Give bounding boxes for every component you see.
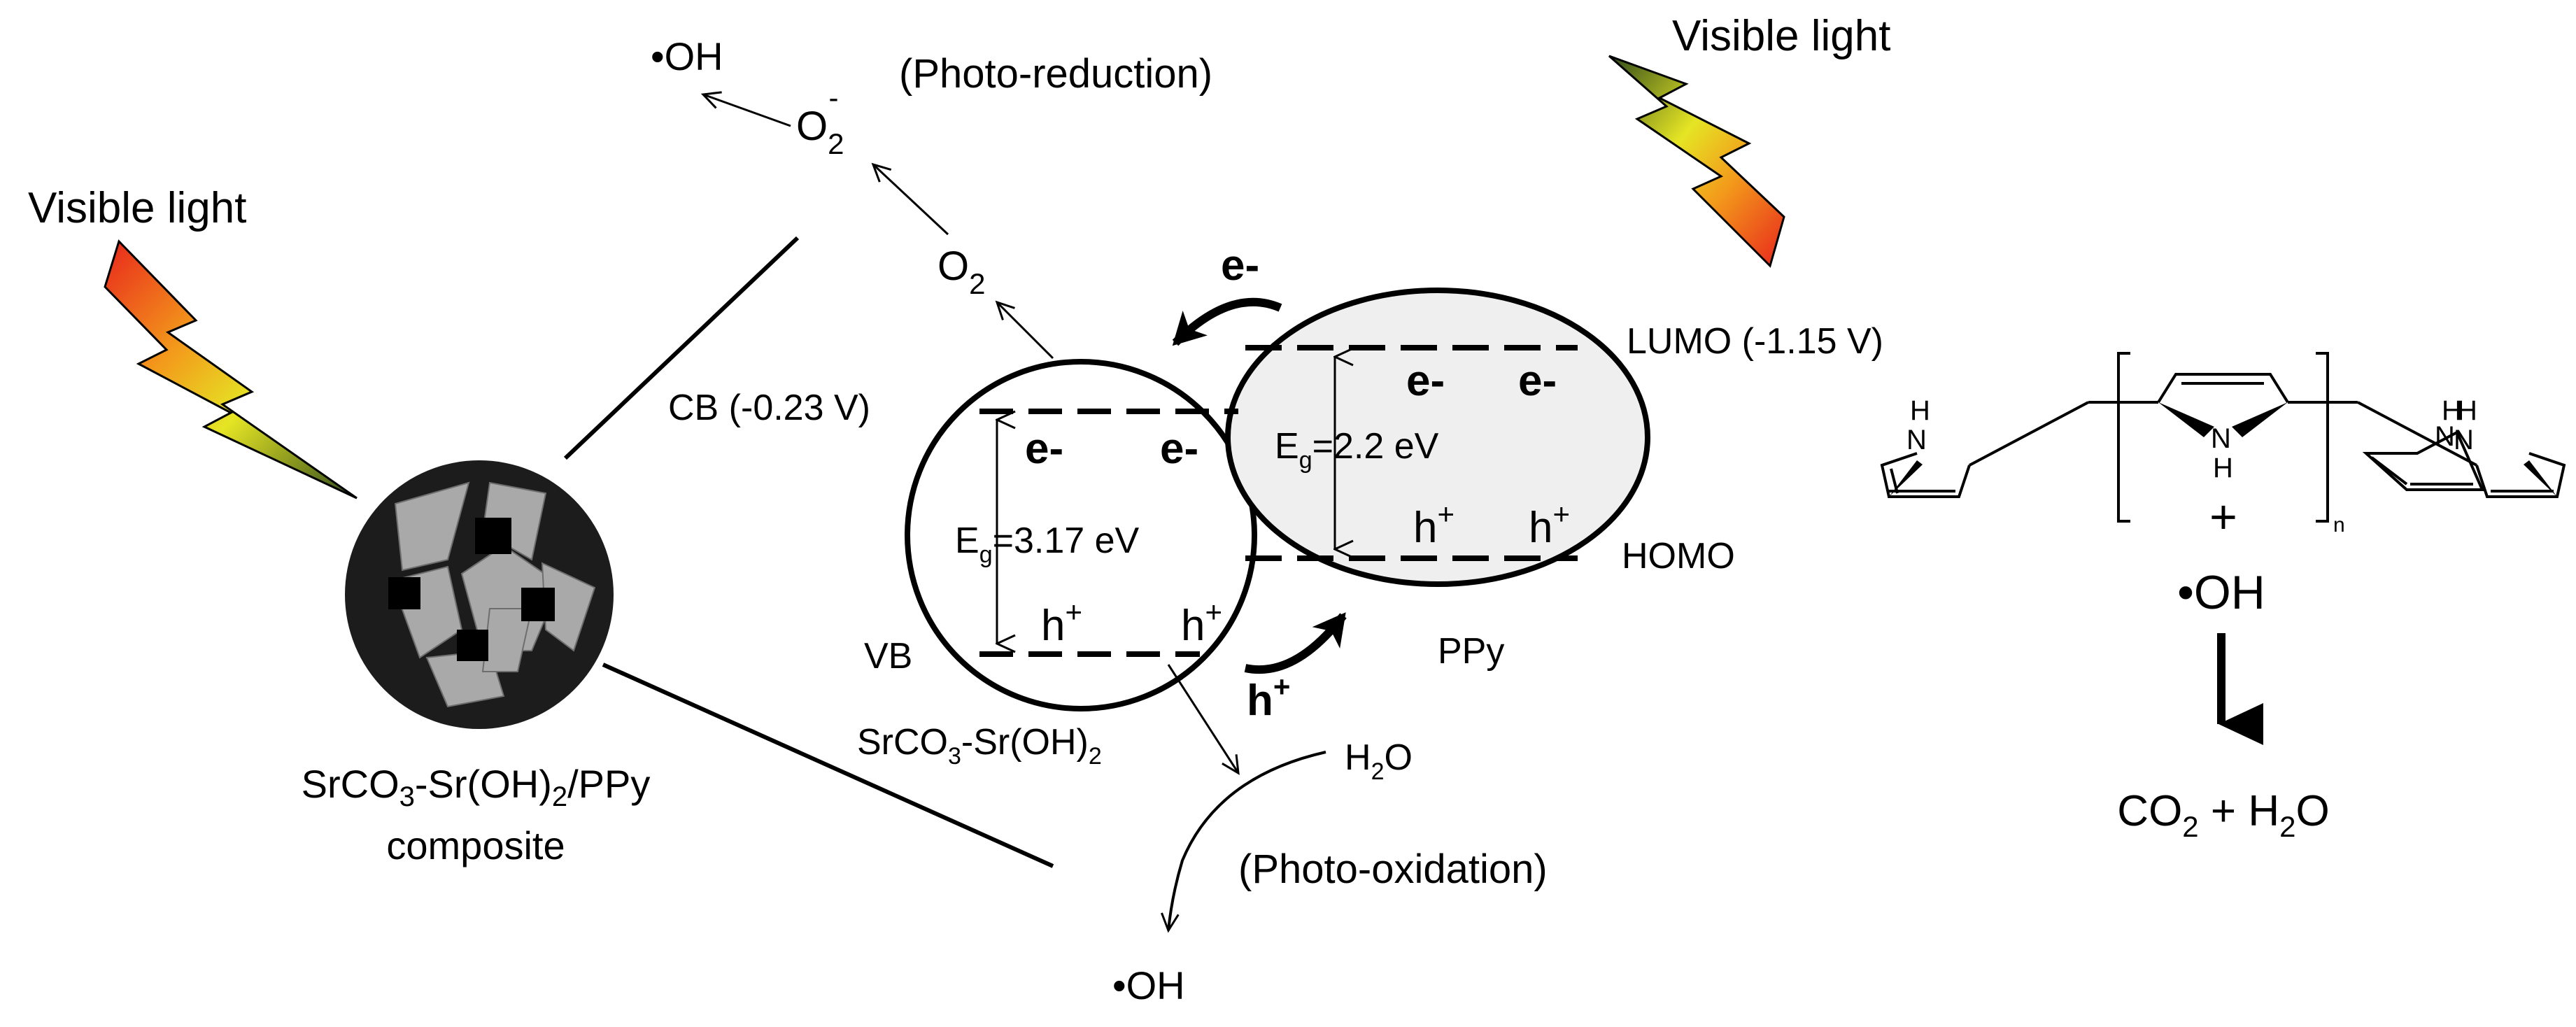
composite-particle: SrCO3-Sr(OH)2/PPy composite: [302, 460, 651, 867]
electron-transfer-arrow: [1172, 297, 1282, 346]
charge-transfer: e- h+: [1172, 241, 1347, 725]
degradation-products: CO2 + H2O: [2117, 787, 2329, 843]
ppy-name: PPy: [1438, 631, 1504, 672]
srco3-hole-1: h+: [1041, 595, 1082, 650]
composite-label-line2: composite: [386, 823, 565, 867]
ppy-hole-2: h+: [1529, 497, 1570, 552]
arrow-superoxide-to-oh: [700, 91, 791, 127]
srco3-name: SrCO3-Sr(OH)2: [857, 722, 1102, 770]
arrow-water-to-oh: [1161, 751, 1326, 933]
polymer-hydroxyl-radical: •OH: [2177, 566, 2265, 619]
superoxide-radical: O2-: [796, 81, 844, 160]
repeat-unit-n: n: [2333, 514, 2345, 537]
ppy-electron-1: e-: [1406, 357, 1445, 405]
repeat-bracket-left: [2117, 352, 2130, 523]
left-pyrrole-ring: H N: [2362, 395, 2485, 491]
right-ring-wedge: [2524, 460, 2557, 497]
arrow-vb-to-water: [1167, 664, 1240, 775]
srco3-bandgap: Eg=3.17 eV: [955, 520, 1140, 568]
center-h: H: [2213, 453, 2233, 483]
ppy-electron-2: e-: [1518, 357, 1557, 405]
bond-left-to-repeat: [1969, 401, 2089, 467]
srco3-cb-label: CB (-0.23 V): [668, 388, 870, 428]
ppy-bands: Eg=2.2 eV e- e- h+ h+ LUMO (-1.15 V) HOM…: [1245, 321, 1883, 672]
plus-sign: +: [2209, 490, 2237, 544]
hole-transfer-arrow: [1244, 612, 1347, 674]
photo-oxidation: H2O (Photo-oxidation) •OH: [1112, 664, 1548, 1007]
ppy-bandgap: Eg=2.2 eV: [1275, 426, 1439, 474]
srco3-circle: [905, 359, 1257, 711]
right-terminal-h: H: [2457, 395, 2477, 426]
photo-reduction-label: (Photo-reduction): [899, 51, 1212, 97]
oxidation-hydroxyl-radical: •OH: [1112, 963, 1185, 1007]
bond-repeat-to-right: [2357, 401, 2477, 467]
zoom-line-top: [563, 236, 800, 460]
composite-squares: [388, 518, 555, 661]
srco3-bands: Eg=3.17 eV e- e- h+ h+ CB (-0.23 V) VB S…: [668, 388, 1238, 770]
photo-reduction: (Photo-reduction) •OH O2- O2: [651, 34, 1212, 360]
center-n: N: [2211, 423, 2231, 454]
water-molecule: H2O: [1345, 737, 1413, 785]
right-light-label: Visible light: [1672, 12, 1890, 60]
srco3-particle: [905, 359, 1257, 711]
srco3-hole-2: h+: [1181, 595, 1222, 650]
right-lightning-bolt-icon: [1608, 55, 1785, 268]
composite-label: SrCO3-Sr(OH)2/PPy: [302, 762, 651, 812]
srco3-vb-label: VB: [864, 636, 912, 677]
center-ring-top: [2157, 373, 2289, 404]
left-ring-wedge: [1889, 460, 1923, 497]
left-light: Visible light: [28, 184, 358, 500]
hole-transfer-label: h+: [1247, 670, 1290, 725]
zoom-line-bottom: [602, 663, 1054, 868]
reduction-hydroxyl-radical: •OH: [651, 34, 723, 78]
left-terminal-h: H: [1910, 395, 1930, 426]
srco3-electron-2: e-: [1160, 425, 1198, 473]
center-ring-wedge-right: [2232, 402, 2288, 437]
arrow-o2-to-superoxide: [871, 162, 949, 236]
ppy-particle: [1225, 288, 1650, 587]
photo-oxidation-label: (Photo-oxidation): [1238, 847, 1548, 892]
repeat-bracket-right: [2316, 352, 2329, 523]
ppy-lumo-label: LUMO (-1.15 V): [1627, 321, 1883, 362]
arrow-cb-to-o2: [995, 300, 1054, 360]
ppy-homo-label: HOMO: [1622, 536, 1735, 576]
left-terminal-n: N: [1906, 425, 1927, 455]
oxygen-molecule: O2: [937, 243, 985, 300]
polypyrrole-labels: H N N H H N n + •OH CO2 + H2O: [1906, 395, 2477, 843]
center-ring-wedge-left: [2158, 402, 2214, 437]
right-light: Visible light: [1608, 12, 1890, 268]
ppy-hole-1: h+: [1413, 497, 1455, 552]
srco3-electron-1: e-: [1025, 425, 1063, 473]
left-light-label: Visible light: [28, 184, 246, 232]
right-terminal-n: N: [2454, 425, 2474, 455]
ppy-ellipse: [1225, 288, 1650, 587]
left-ring-h: H: [2442, 395, 2462, 426]
left-lightning-bolt-icon: [104, 239, 358, 500]
electron-transfer-label: e-: [1221, 241, 1259, 290]
polypyrrole-structure: H N: [2362, 395, 2485, 491]
